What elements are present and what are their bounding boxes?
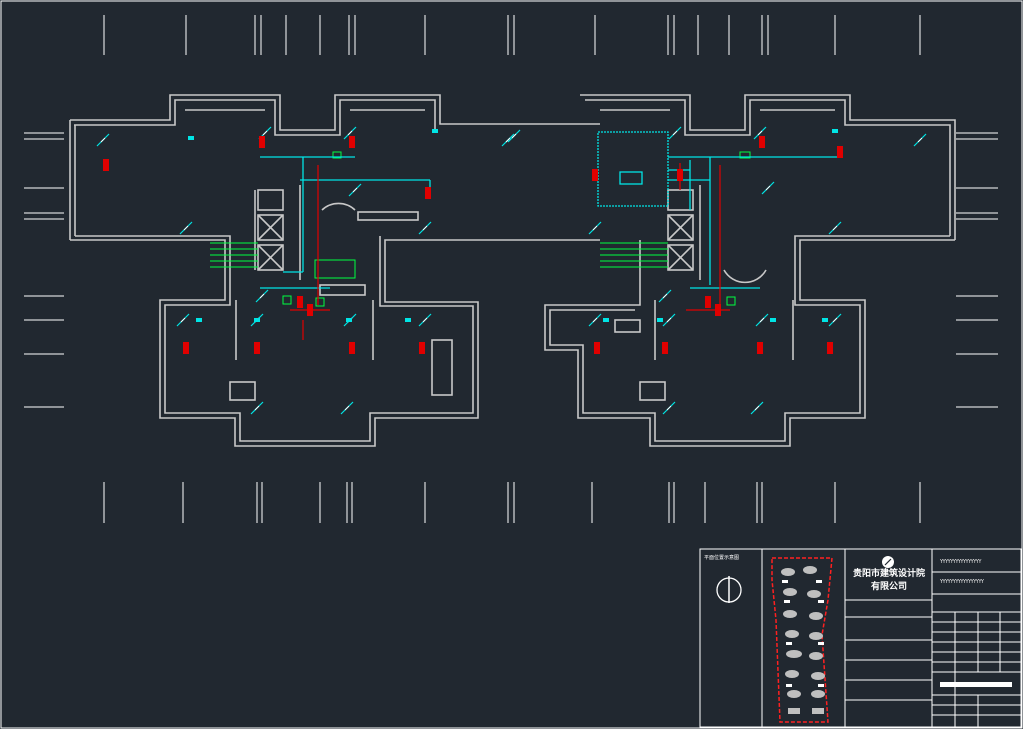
top-grid-lines — [103, 15, 921, 55]
company-name: 贵阳市建筑设计院 有限公司 — [848, 568, 930, 594]
company-logo-icon — [882, 556, 894, 568]
company-name-line2: 有限公司 — [870, 582, 907, 592]
stair-and-riser-lines — [210, 151, 751, 307]
sprinkler-heads — [96, 126, 927, 415]
drawing-name-bar — [940, 682, 1012, 687]
project-code-line1: YYYYYYYYYYYYYYYY — [940, 559, 981, 565]
left-unit-walls — [69, 94, 600, 447]
key-plan — [771, 557, 833, 723]
north-arrow-icon — [716, 576, 742, 603]
sprinkler-pipes — [260, 131, 840, 289]
company-name-line1: 贵阳市建筑设计院 — [852, 569, 925, 579]
project-code-line2: YYYYYYYYYYYYYYYYY — [940, 579, 984, 585]
valve-marks — [188, 129, 838, 322]
right-unit-walls — [544, 94, 956, 447]
key-plan-label: 平面位置示意图 — [704, 555, 740, 561]
bottom-grid-lines — [103, 482, 921, 523]
title-block-frame — [699, 548, 1022, 728]
side-grid-lines — [24, 132, 998, 408]
